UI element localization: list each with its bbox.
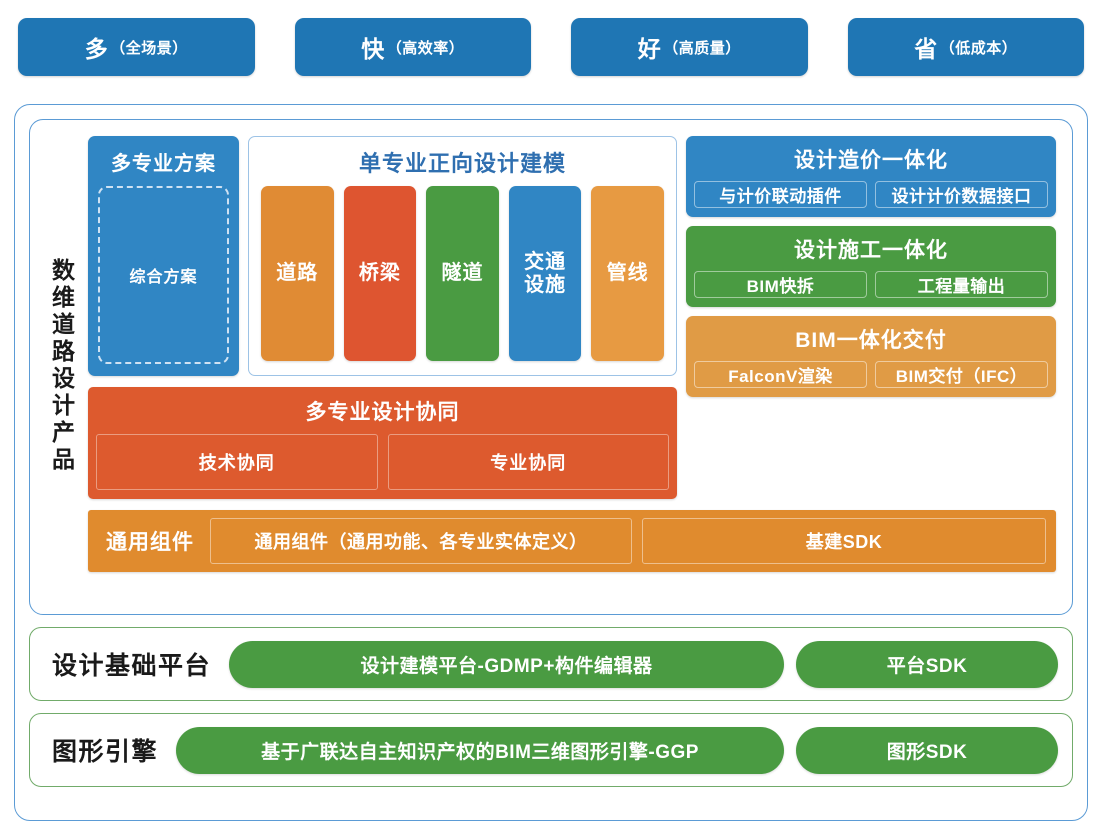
multi-discipline-collaboration-title: 多专业设计协同: [305, 401, 460, 424]
feature-bim-integrated-delivery-subs: FalconV渲染 BIM交付（IFC）: [694, 361, 1048, 388]
feature-sub-falconv-render[interactable]: FalconV渲染: [694, 361, 867, 388]
value-pill-3[interactable]: 省（低成本）: [847, 18, 1084, 76]
integration-feature-column: 设计造价一体化 与计价联动插件 设计计价数据接口 设计施工一体化 BIM快拆 工…: [686, 136, 1056, 397]
discipline-card-traffic-facility[interactable]: 交通 设施: [508, 186, 582, 361]
value-pill-1[interactable]: 快（高效率）: [294, 18, 531, 76]
discipline-card-bridge[interactable]: 桥梁: [343, 186, 417, 361]
platform-row-graphics-engine: 图形引擎 基于广联达自主知识产权的BIM三维图形引擎-GGP 图形SDK: [29, 713, 1073, 787]
feature-bim-integrated-delivery[interactable]: BIM一体化交付 FalconV渲染 BIM交付（IFC）: [686, 316, 1056, 397]
value-pill-3-main: 省: [914, 36, 938, 62]
value-pill-3-sub: （低成本）: [939, 39, 1018, 57]
comprehensive-scheme-box[interactable]: 综合方案: [98, 186, 229, 364]
feature-sub-pricing-plugin[interactable]: 与计价联动插件: [694, 181, 867, 208]
comprehensive-scheme-label: 综合方案: [129, 269, 198, 286]
common-components-cell-infra-sdk[interactable]: 基建SDK: [642, 518, 1046, 564]
feature-sub-bim-delivery-ifc[interactable]: BIM交付（IFC）: [875, 361, 1048, 388]
product-vertical-label-text: 数维道路设计产品: [48, 258, 75, 474]
product-body: 多专业方案 综合方案 单专业正向设计建模 道路: [84, 136, 1056, 596]
feature-design-cost-integration[interactable]: 设计造价一体化 与计价联动插件 设计计价数据接口: [686, 136, 1056, 217]
single-discipline-modeling-panel: 单专业正向设计建模 道路 桥梁 隧道: [248, 136, 677, 376]
feature-design-cost-integration-title: 设计造价一体化: [794, 149, 948, 172]
multi-discipline-collaboration-card[interactable]: 多专业设计协同 技术协同 专业协同: [88, 387, 677, 499]
common-components-row: 通用组件 通用组件（通用功能、各专业实体定义） 基建SDK: [88, 510, 1056, 572]
product-frame: 数维道路设计产品 多专业方案 综合方案 单专业正向设计建模: [29, 119, 1073, 615]
multi-discipline-collaboration-subs: 技术协同 专业协同: [96, 434, 669, 490]
platform-row-design-base: 设计基础平台 设计建模平台-GDMP+构件编辑器 平台SDK: [29, 627, 1073, 701]
value-pill-1-sub: （高效率）: [386, 39, 465, 57]
collaboration-sub-professional[interactable]: 专业协同: [387, 434, 669, 490]
product-vertical-label: 数维道路设计产品: [38, 136, 84, 596]
discipline-card-tunnel[interactable]: 隧道: [426, 186, 499, 361]
discipline-card-bridge-label: 桥梁: [358, 262, 401, 285]
architecture-outer-frame: 数维道路设计产品 多专业方案 综合方案 单专业正向设计建模: [14, 104, 1088, 821]
discipline-card-road-label: 道路: [276, 262, 319, 285]
discipline-card-pipeline-label: 管线: [606, 262, 649, 285]
feature-design-cost-integration-subs: 与计价联动插件 设计计价数据接口: [694, 181, 1048, 208]
discipline-card-tunnel-label: 隧道: [441, 262, 484, 285]
value-pill-0[interactable]: 多（全场景）: [18, 18, 255, 76]
collaboration-sub-technical[interactable]: 技术协同: [96, 434, 378, 490]
platform-pill-gdmp[interactable]: 设计建模平台-GDMP+构件编辑器: [229, 640, 784, 688]
value-proposition-row: 多（全场景） 快（高效率） 好（高质量） 省（低成本）: [0, 0, 1102, 97]
platform-row-design-base-label: 设计基础平台: [52, 652, 212, 680]
platform-pill-platform-sdk[interactable]: 平台SDK: [796, 640, 1058, 688]
feature-design-construction-integration-title: 设计施工一体化: [794, 239, 948, 262]
single-discipline-modeling-title: 单专业正向设计建模: [358, 151, 566, 176]
discipline-card-row: 道路 桥梁 隧道 交通 设施 管: [261, 186, 664, 361]
feature-bim-integrated-delivery-title: BIM一体化交付: [795, 329, 947, 352]
feature-sub-bim-quick-split[interactable]: BIM快拆: [694, 271, 867, 298]
discipline-card-traffic-facility-label: 交通 设施: [524, 251, 567, 296]
feature-sub-pricing-data-interface[interactable]: 设计计价数据接口: [875, 181, 1048, 208]
common-components-label: 通用组件: [106, 531, 194, 554]
value-pill-1-main: 快: [361, 36, 385, 62]
value-pill-0-main: 多: [84, 36, 109, 62]
discipline-card-road[interactable]: 道路: [261, 186, 334, 361]
collaboration-row: 多专业设计协同 技术协同 专业协同: [88, 387, 1056, 499]
platform-pill-graphics-sdk[interactable]: 图形SDK: [796, 726, 1058, 774]
feature-design-construction-integration[interactable]: 设计施工一体化 BIM快拆 工程量输出: [686, 226, 1056, 307]
value-pill-2-main: 好: [637, 36, 662, 62]
value-pill-0-sub: （全场景）: [110, 39, 188, 57]
platform-pill-ggp[interactable]: 基于广联达自主知识产权的BIM三维图形引擎-GGP: [176, 726, 784, 774]
value-pill-2-sub: （高质量）: [663, 39, 741, 57]
product-top-row: 多专业方案 综合方案 单专业正向设计建模 道路: [88, 136, 1056, 397]
multi-discipline-scheme-title: 多专业方案: [111, 153, 216, 175]
value-pill-2[interactable]: 好（高质量）: [571, 18, 808, 76]
platform-row-graphics-engine-label: 图形引擎: [52, 738, 159, 766]
feature-sub-quantity-output[interactable]: 工程量输出: [875, 271, 1048, 298]
collaboration-row-spacer: [686, 387, 1056, 499]
discipline-card-pipeline[interactable]: 管线: [591, 186, 664, 361]
feature-design-construction-integration-subs: BIM快拆 工程量输出: [694, 271, 1048, 298]
multi-discipline-scheme-card[interactable]: 多专业方案 综合方案: [88, 136, 239, 376]
common-components-cell-definitions[interactable]: 通用组件（通用功能、各专业实体定义）: [210, 518, 632, 564]
